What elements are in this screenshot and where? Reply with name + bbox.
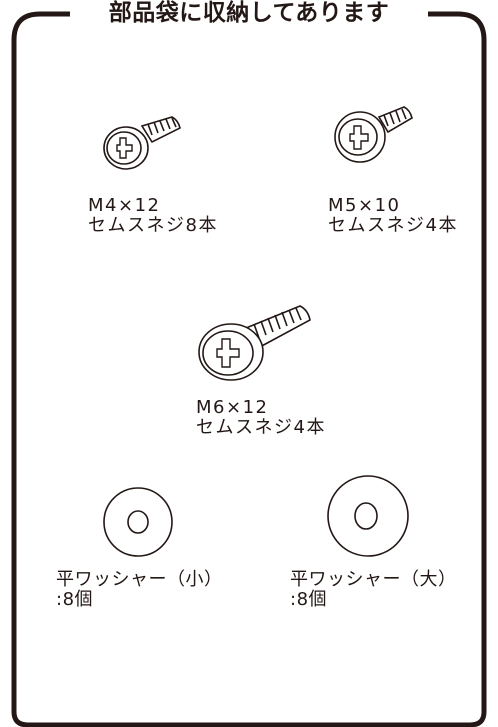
caption-washer-large: 平ワッシャー（大） :8個 bbox=[290, 570, 457, 610]
caption-m6: M6×12 セムスネジ4本 bbox=[196, 398, 326, 438]
caption-m5-size: M5×10 bbox=[328, 195, 401, 216]
caption-washer-small: 平ワッシャー（小） :8個 bbox=[56, 570, 223, 610]
washer-large-icon bbox=[327, 475, 409, 557]
caption-m4-size: M4×12 bbox=[88, 195, 161, 216]
screw-m5-icon bbox=[334, 106, 413, 163]
screw-m6-icon bbox=[198, 305, 311, 381]
caption-washer-small-name: 平ワッシャー（小） bbox=[56, 569, 223, 590]
caption-m6-desc: セムスネジ4本 bbox=[196, 417, 326, 438]
screw-m4-icon bbox=[103, 116, 181, 170]
caption-m5-desc: セムスネジ4本 bbox=[328, 215, 458, 236]
page-title: 部品袋に収納してあります bbox=[0, 0, 498, 26]
caption-m4: M4×12 セムスネジ8本 bbox=[88, 196, 218, 236]
caption-washer-small-qty: :8個 bbox=[56, 589, 94, 610]
page-title-text: 部品袋に収納してあります bbox=[102, 0, 396, 26]
caption-washer-large-name: 平ワッシャー（大） bbox=[290, 569, 457, 590]
washer-small-icon bbox=[103, 487, 173, 557]
caption-m5: M5×10 セムスネジ4本 bbox=[328, 196, 458, 236]
caption-m6-size: M6×12 bbox=[196, 397, 269, 418]
caption-washer-large-qty: :8個 bbox=[290, 589, 328, 610]
caption-m4-desc: セムスネジ8本 bbox=[88, 215, 218, 236]
